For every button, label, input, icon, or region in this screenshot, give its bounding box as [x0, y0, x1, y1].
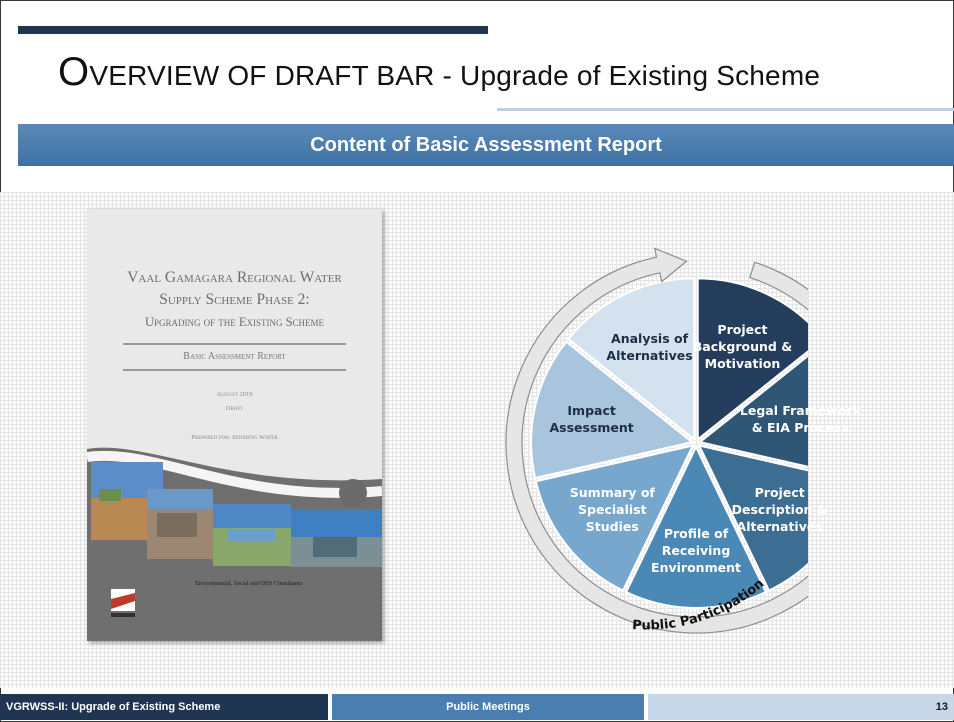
assessment-wheel: Public Participation [505, 247, 808, 634]
report-cover-graphics [87, 447, 382, 641]
report-prepared-for: Prepared for: Sedibeng Water [191, 434, 278, 441]
wheel-segment-label: Summary of Specialist Studies [569, 485, 655, 535]
report-divider-top [123, 343, 346, 345]
title-caps: VERVIEW OF DRAFT BAR [89, 60, 435, 91]
ring-arrow-shape [505, 247, 808, 634]
wheel-segment [696, 277, 808, 442]
report-title-line1: Vaal Gamagara Regional Water [127, 269, 342, 286]
wheel-segment-label: Impact Assessment [549, 403, 634, 436]
wheel-segment-label: Analysis of Alternatives [606, 330, 693, 363]
report-date: August 2019 [216, 391, 253, 398]
wheel-segment [697, 444, 808, 592]
wheel-segment-label: Profile of Receiving Environment [651, 525, 741, 575]
top-accent-bar [18, 26, 488, 34]
wheel-segment-label: Legal Framework & EIA Process [739, 403, 861, 436]
report-consultant: Environmental, Social and OHS Consultant… [195, 581, 303, 587]
report-title-line2: Supply Scheme Phase 2: [159, 291, 310, 308]
report-divider-bottom [123, 369, 346, 371]
title-underline [497, 108, 954, 111]
wheel-segment [530, 340, 695, 480]
footer-project-name: VGRWSS-II: Upgrade of Existing Scheme [0, 694, 328, 720]
slide-title: OVERVIEW OF DRAFT BAR - Upgrade of Exist… [58, 50, 820, 95]
wheel-segment [566, 277, 696, 442]
wheel-segment-label: Project Description & Alternatives [731, 485, 828, 535]
wheel-segment [697, 354, 808, 468]
report-subtitle: Basic Assessment Report [183, 351, 286, 362]
title-rest: - Upgrade of Existing Scheme [434, 60, 821, 91]
wheel-segment [624, 444, 768, 609]
report-title: Vaal Gamagara Regional Water Supply Sche… [87, 267, 382, 333]
title-first-letter: O [58, 50, 90, 94]
report-title-line3: Upgrading of the Existing Scheme [144, 315, 325, 329]
wheel-segment [534, 444, 695, 592]
footer-section-name: Public Meetings [332, 694, 644, 720]
wheel-segment-label: Project Background & Motivation [692, 322, 793, 372]
report-cover-image: Vaal Gamagara Regional Water Supply Sche… [87, 209, 382, 641]
page-number: 13 [648, 694, 954, 720]
report-status: Draft [225, 405, 244, 412]
section-banner: Content of Basic Assessment Report [18, 124, 954, 166]
wheel-segments [530, 277, 808, 609]
public-participation-ring [505, 247, 808, 634]
